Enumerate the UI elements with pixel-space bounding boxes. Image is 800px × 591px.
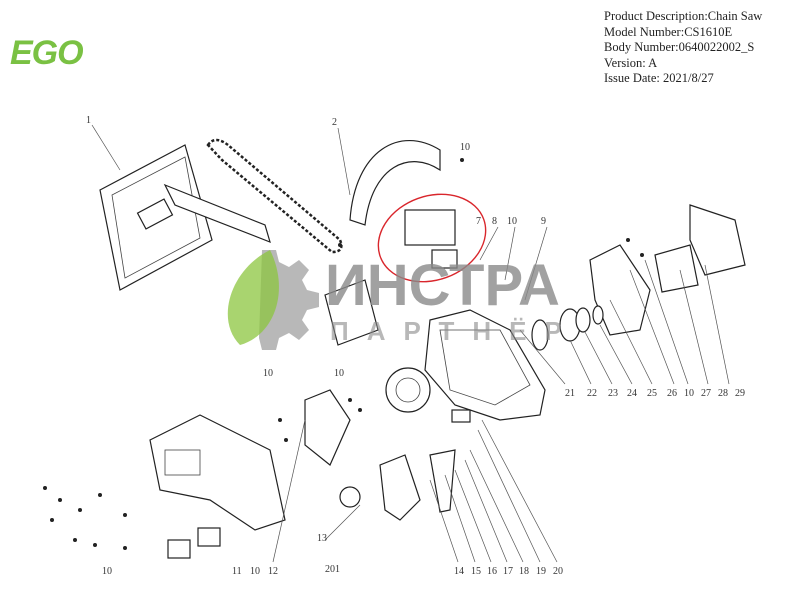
part-switch-assembly [404, 209, 458, 269]
watermark-title: ИНСТРА [325, 253, 560, 318]
callout-13: 13 [317, 533, 327, 544]
issue-date: Issue Date: 2021/8/27 [604, 71, 714, 85]
version: Version: A [604, 55, 658, 70]
callout-23: 23 [608, 388, 618, 399]
part-front-handle [349, 140, 441, 226]
logo-text: EGO [10, 34, 84, 72]
part-switch-block-2 [197, 527, 221, 547]
watermark-leaf-icon [227, 250, 279, 345]
callout-25: 25 [647, 388, 657, 399]
highlight-circle [377, 193, 487, 283]
part-switch-blocks [167, 539, 191, 559]
callout-1: 1 [86, 115, 91, 126]
callout-10: 10 [507, 216, 517, 227]
screws [43, 158, 644, 550]
callout-16: 16 [487, 566, 497, 577]
watermark-subtitle: ПАРТНЁР [330, 316, 580, 346]
callout-20: 20 [553, 566, 563, 577]
part-brake-block [451, 409, 471, 423]
callout-26: 26 [667, 388, 677, 399]
callout-27: 27 [701, 388, 711, 399]
callout-24: 24 [627, 388, 637, 399]
callout-17: 17 [503, 566, 513, 577]
part-washers [531, 305, 604, 351]
callout-201: 201 [325, 564, 340, 575]
callout-29: 29 [735, 388, 745, 399]
part-oil-tank [379, 454, 421, 521]
body-number: Body Number:0640022002_S [604, 40, 755, 54]
part-bar-cover [99, 144, 213, 291]
callout-21: 21 [565, 388, 575, 399]
watermark: ИНСТРА ПАРТНЁР [227, 250, 580, 350]
callout-10: 10 [250, 566, 260, 577]
part-side-cover [689, 204, 746, 276]
part-trigger-bracket [429, 449, 456, 513]
callout-15: 15 [471, 566, 481, 577]
callout-9: 9 [541, 216, 546, 227]
callout-14: 14 [454, 566, 464, 577]
callout-18: 18 [519, 566, 529, 577]
part-fan-shroud [304, 389, 351, 466]
part-rear-housing [149, 414, 286, 531]
callout-19: 19 [536, 566, 546, 577]
ego-logo: EGO [10, 34, 84, 73]
part-oil-cap [339, 486, 361, 508]
callout-12: 12 [268, 566, 278, 577]
part-battery-cover [324, 279, 379, 346]
callout-28: 28 [718, 388, 728, 399]
callout-labels: 1 2 10 7 8 10 9 10 10 10 10 11 12 13 201… [86, 115, 745, 577]
leader-lines [91, 124, 730, 563]
callout-10: 10 [334, 368, 344, 379]
model-number: Model Number:CS1610E [604, 24, 733, 39]
callout-8: 8 [492, 216, 497, 227]
callout-10: 10 [263, 368, 273, 379]
part-sprocket-cover [589, 244, 651, 336]
product-info-block: Product Description:Chain Saw Model Numb… [604, 9, 762, 87]
callout-22: 22 [587, 388, 597, 399]
callout-10: 10 [102, 566, 112, 577]
callout-10: 10 [684, 388, 694, 399]
part-guide-bar [163, 183, 271, 244]
callout-7: 7 [476, 216, 481, 227]
callout-2: 2 [332, 117, 337, 128]
motor-core [395, 377, 421, 403]
callout-10: 10 [460, 142, 470, 153]
product-description: Product Description:Chain Saw [604, 9, 763, 23]
part-main-housing [424, 309, 546, 421]
part-motor [385, 367, 431, 413]
callout-11: 11 [232, 566, 242, 577]
part-saw-chain [206, 138, 343, 254]
part-tensioner [654, 244, 699, 293]
